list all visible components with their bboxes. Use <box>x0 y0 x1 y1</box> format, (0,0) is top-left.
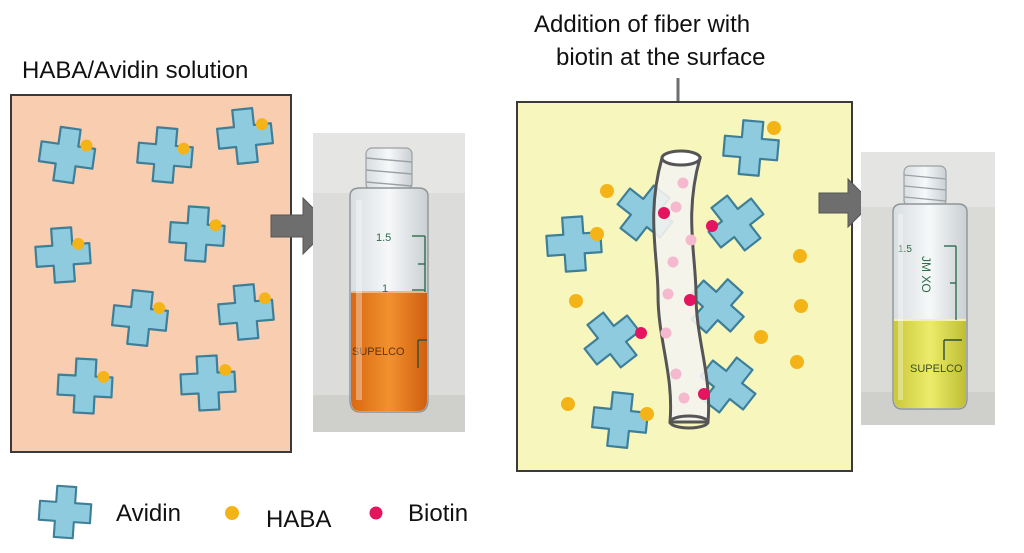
haba-dot <box>569 294 583 308</box>
avidin-haba-complex <box>215 281 277 343</box>
biotin-dot <box>660 327 672 339</box>
vial-brand-label: SUPELCO <box>910 363 963 375</box>
biotin-dot <box>667 256 679 268</box>
vial-mark-top: 1.5 <box>898 244 912 255</box>
haba-dot <box>793 249 807 263</box>
orange-vial-photo: 1.5 1 SUPELCO <box>313 133 465 432</box>
biotin-dot <box>670 368 682 380</box>
biotin-dot <box>677 177 689 189</box>
biotin-dot-bound <box>635 327 647 339</box>
cross-protein-icon <box>36 483 94 541</box>
haba-dot <box>600 184 614 198</box>
vial-brand-label: SUPELCO <box>352 346 405 358</box>
avidin-haba-complex <box>178 353 238 413</box>
biotin-dot-bound <box>684 294 696 306</box>
avidin-haba-complex <box>35 123 99 187</box>
pink-dot-icon <box>369 506 383 520</box>
orange-liquid <box>351 292 427 411</box>
right-panel <box>516 101 853 472</box>
biotin-dot <box>685 234 697 246</box>
right-panel-title-line1: Addition of fiber with <box>534 11 750 38</box>
haba-dot <box>754 330 768 344</box>
haba-dot <box>561 397 575 411</box>
right-arrow-icon <box>818 177 873 229</box>
haba-dot <box>640 407 654 421</box>
vial-mark-bottom: 1 <box>382 283 388 295</box>
legend-avidin-label: Avidin <box>116 500 181 527</box>
right-panel-title-line2: biotin at the surface <box>556 44 765 71</box>
avidin-haba-complex <box>33 225 93 285</box>
avidin-haba-complex <box>109 287 171 349</box>
biotin-dot-bound <box>706 220 718 232</box>
vial-side-text: JM XO <box>919 256 933 293</box>
biotin-dot <box>678 392 690 404</box>
yellow-vial-photo: 1.5 JM XO SUPELCO <box>861 152 995 425</box>
left-panel <box>10 94 292 453</box>
haba-dot <box>590 227 604 241</box>
biotin-dot-bound <box>698 388 710 400</box>
biotin-dot-bound <box>658 207 670 219</box>
avidin-haba-complex <box>55 356 115 416</box>
left-panel-title: HABA/Avidin solution <box>22 57 248 84</box>
avidin-haba-complex <box>134 124 196 186</box>
haba-dot <box>790 355 804 369</box>
yellow-dot-icon <box>225 506 239 520</box>
legend-biotin-label: Biotin <box>408 500 468 527</box>
avidin-haba-complex <box>167 204 227 264</box>
legend-haba-label: HABA <box>266 506 331 533</box>
vial-mark-top: 1.5 <box>376 232 391 244</box>
yellow-liquid <box>894 320 966 408</box>
fiber <box>652 149 711 430</box>
biotin-dot <box>670 201 682 213</box>
biotin-dot <box>662 288 674 300</box>
legend: Avidin HABA Biotin <box>36 483 468 541</box>
haba-dot <box>767 121 781 135</box>
avidin-haba-complex <box>214 105 276 167</box>
haba-dot <box>794 299 808 313</box>
